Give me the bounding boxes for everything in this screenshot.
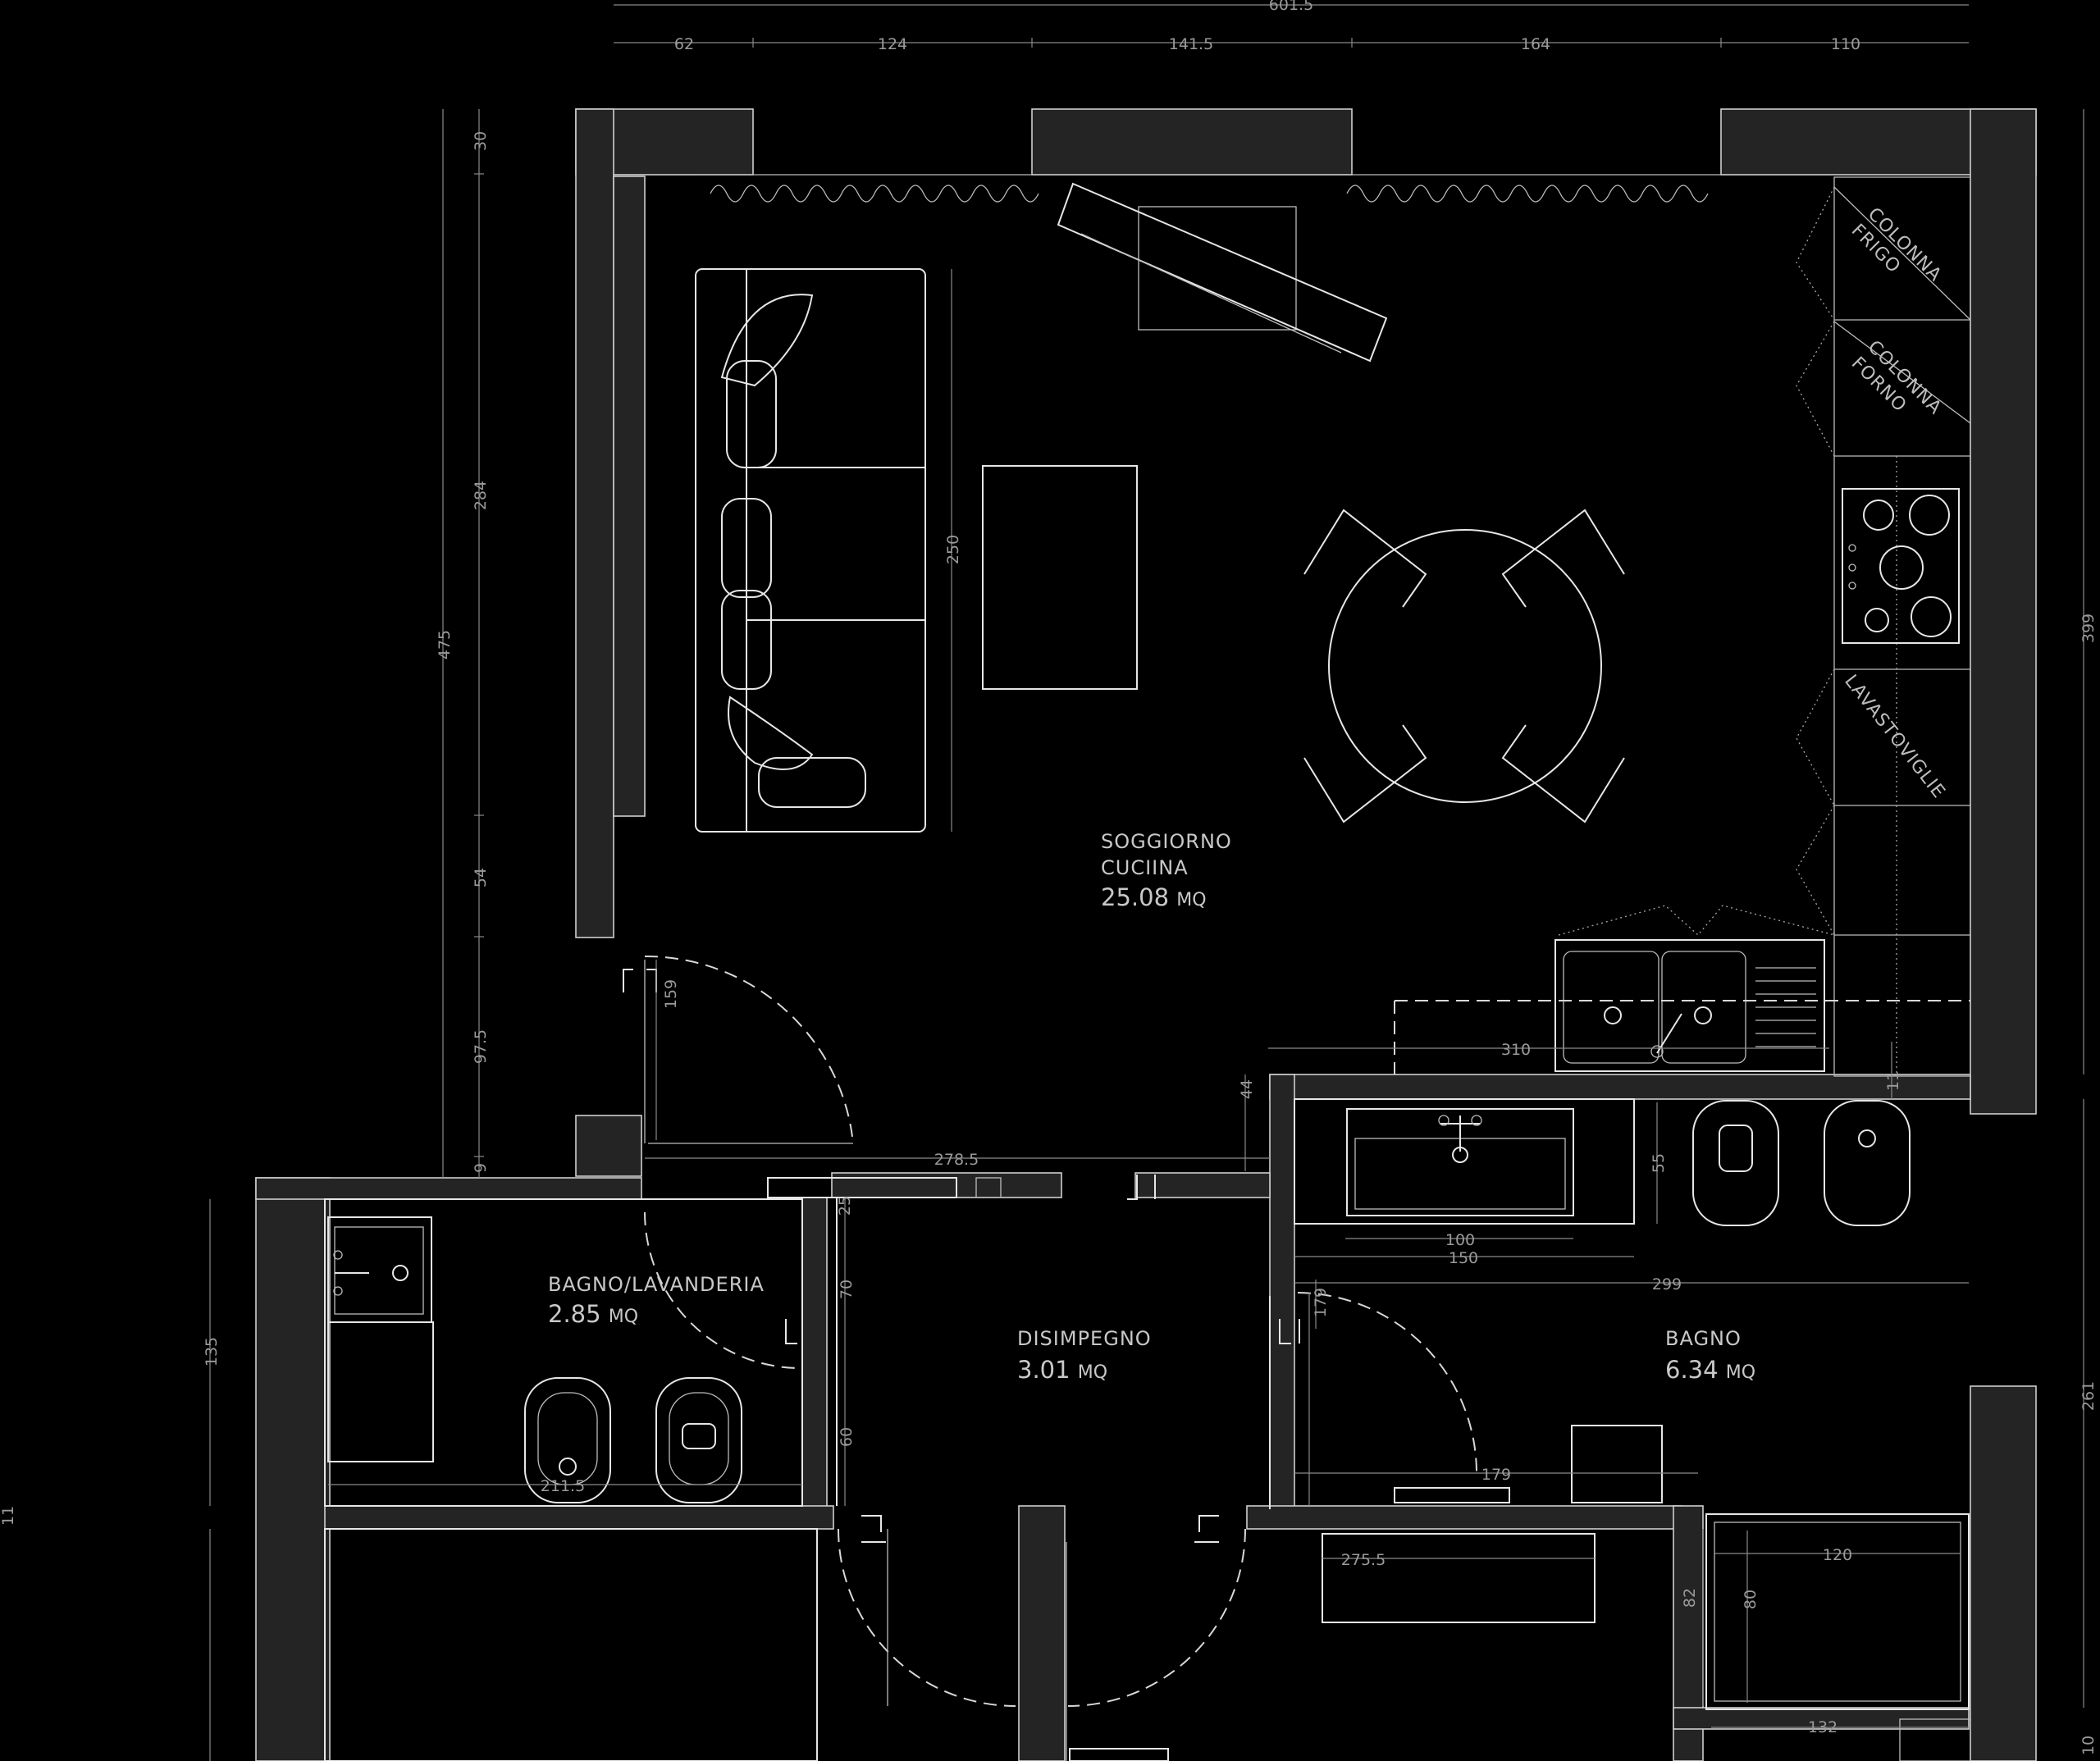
soggiorno-title-1: SOGGIORNO	[1101, 830, 1232, 853]
bagno-title: BAGNO	[1665, 1327, 1742, 1350]
dim-top-5: 110	[1831, 35, 1860, 53]
dim-left-3: 54	[472, 868, 490, 887]
bagno-fixtures	[1279, 1098, 1911, 1503]
kitchen-sink	[1554, 939, 1825, 1072]
dim-top-4: 164	[1521, 35, 1550, 53]
dim-dis-70: 70	[838, 1280, 856, 1299]
kitchen-cabinets	[1558, 176, 1971, 1077]
soggiorno-area: 25.08 MQ	[1101, 883, 1207, 911]
dim-right-2: 261	[2079, 1381, 2098, 1411]
lower-fixtures	[324, 1513, 1971, 1761]
sofa	[695, 268, 926, 833]
bagno-lav-fixtures	[324, 1198, 803, 1507]
dim-corridor-gap: 44	[1238, 1079, 1256, 1099]
walls	[255, 108, 2037, 1761]
dim-bottom-132: 132	[1808, 1718, 1838, 1736]
dim-sofa: 250	[944, 535, 962, 564]
tv-unit	[1057, 182, 1388, 363]
bagno-lav-area: 2.85 MQ	[548, 1300, 638, 1328]
disimpegno-title: DISIMPEGNO	[1017, 1327, 1152, 1350]
dining-table	[1303, 509, 1625, 823]
bagno-lav-title: BAGNO/LAVANDERIA	[548, 1273, 765, 1296]
dim-top-total: 601.5	[1269, 0, 1313, 14]
appliance-labels: COLONNA FRIGO COLONNA FORNO LAVASTOVIGLI…	[1840, 204, 1949, 803]
dim-kitchen: 310	[1501, 1041, 1531, 1059]
dim-shower-120: 120	[1823, 1546, 1852, 1564]
dim-bagno-179-vertical: 179	[1312, 1288, 1330, 1317]
label-lavastoviglie: LAVASTOVIGLIE	[1840, 671, 1949, 802]
dim-right-small: 11	[1884, 1071, 1902, 1091]
dim-right-3: 10	[2079, 1736, 2098, 1755]
dimension-lines	[209, 4, 2084, 1761]
dim-left-2: 284	[472, 481, 490, 510]
dim-lav-211: 211.5	[541, 1477, 585, 1495]
dim-left-lower: 135	[203, 1337, 221, 1366]
disimpegno-fixtures	[767, 1175, 1271, 1509]
dim-left-5: 9	[472, 1163, 490, 1173]
dim-shower-82: 82	[1681, 1588, 1699, 1608]
bagno-area: 6.34 MQ	[1665, 1356, 1755, 1384]
dim-corridor: 278.5	[934, 1151, 979, 1169]
disimpegno-area: 3.01 MQ	[1017, 1356, 1107, 1384]
dim-lav-25: 25	[836, 1196, 854, 1216]
dim-bagno-100: 100	[1445, 1231, 1475, 1249]
dim-bottom-275: 275.5	[1341, 1551, 1386, 1569]
dim-left-1: 30	[472, 131, 490, 151]
soggiorno-title-2: CUCIINA	[1101, 856, 1189, 879]
dim-bagno-299: 299	[1652, 1275, 1682, 1293]
dim-left-total: 475	[436, 630, 454, 659]
dim-top-2: 124	[878, 35, 907, 53]
dim-far-left: 11	[0, 1506, 17, 1526]
dim-door: 159	[662, 979, 680, 1009]
dim-bagno-55: 55	[1650, 1153, 1668, 1173]
dim-top-1: 62	[674, 35, 694, 53]
room-label-bagno: BAGNO 6.34 MQ	[1665, 1327, 1755, 1384]
dim-top-3: 141.5	[1169, 35, 1213, 53]
dim-left-4: 97.5	[472, 1029, 490, 1064]
room-label-disimpegno: DISIMPEGNO 3.01 MQ	[1017, 1327, 1152, 1384]
living-door	[623, 955, 854, 1144]
dim-right-1: 399	[2079, 614, 2098, 643]
cooktop	[1842, 488, 1960, 644]
coffee-table	[982, 465, 1138, 690]
curtains	[694, 174, 1721, 203]
dim-shower-80: 80	[1742, 1590, 1760, 1609]
room-label-soggiorno: SOGGIORNO CUCIINA 25.08 MQ	[1101, 830, 1232, 911]
dim-dis-60: 60	[838, 1427, 856, 1447]
dim-bagno-179-horizontal: 179	[1481, 1466, 1511, 1484]
room-label-bagno-lavanderia: BAGNO/LAVANDERIA 2.85 MQ	[548, 1273, 765, 1328]
dim-bagno-150: 150	[1449, 1249, 1478, 1267]
